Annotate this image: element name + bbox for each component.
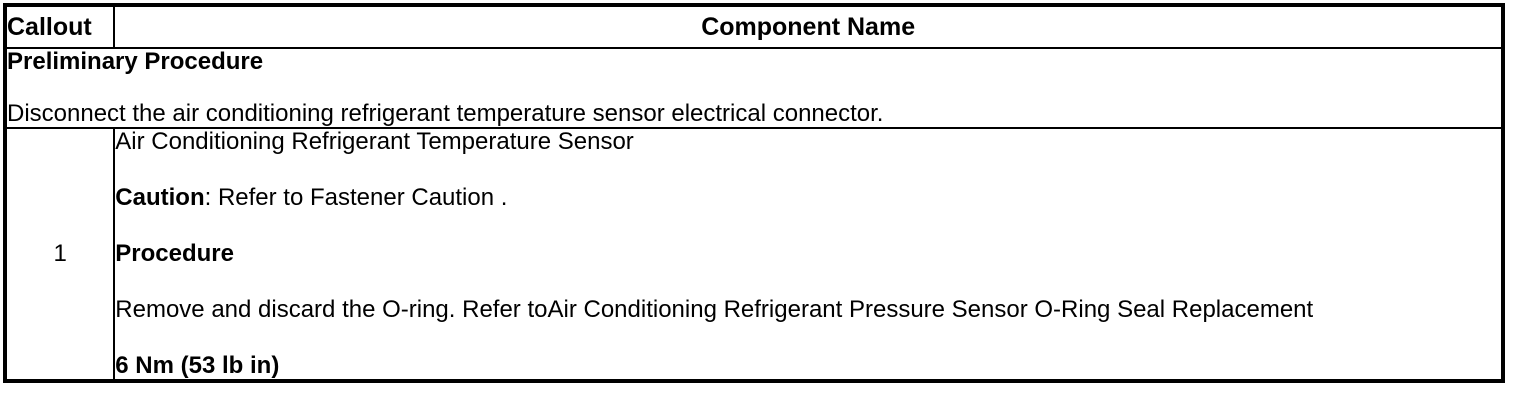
table-row: 1 Air Conditioning Refrigerant Temperatu… [3, 127, 1504, 382]
callout-number: 1 [3, 127, 116, 382]
component-detail-cell: Air Conditioning Refrigerant Temperature… [113, 127, 1504, 382]
procedure-heading: Procedure [115, 240, 234, 267]
preliminary-procedure-row: Preliminary Procedure Disconnect the air… [4, 47, 1504, 129]
preliminary-procedure-text: Disconnect the air conditioning refriger… [7, 100, 884, 127]
procedure-text: Remove and discard the O-ring. Refer toA… [115, 296, 1314, 323]
table-header-row: Callout Component Name [3, 4, 1504, 49]
column-header-component-name: Component Name [113, 4, 1504, 49]
caution-text: : Refer to Fastener Caution . [204, 184, 508, 211]
preliminary-procedure-cell: Preliminary Procedure Disconnect the air… [4, 47, 1504, 129]
component-spec-table: Callout Component Name Preliminary Proce… [3, 3, 1505, 383]
component-name-text: Air Conditioning Refrigerant Temperature… [115, 128, 634, 155]
caution-label: Caution [115, 184, 205, 211]
preliminary-procedure-title: Preliminary Procedure [7, 48, 264, 75]
column-header-callout: Callout [3, 4, 116, 49]
caution-line: Caution: Refer to Fastener Caution . [115, 185, 1501, 211]
torque-specification: 6 Nm (53 lb in) [115, 352, 280, 379]
